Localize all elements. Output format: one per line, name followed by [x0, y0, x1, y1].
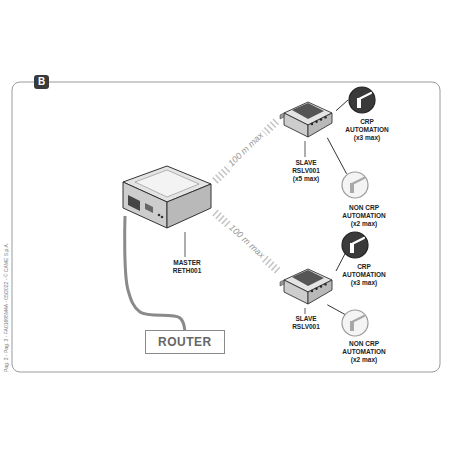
slave-illustration	[278, 262, 336, 307]
connection-wire	[336, 253, 345, 271]
device-label: CRP AUTOMATION (x3 max)	[339, 263, 389, 286]
non-crp-automation-symbol: NON CRP AUTOMATION (x2 max)	[341, 171, 369, 199]
non-crp-automation-symbol: NON CRP AUTOMATION (x2 max)	[341, 309, 369, 337]
non-illustration	[341, 171, 369, 199]
slave-device: SLAVE RSLV001	[278, 262, 336, 307]
master-illustration	[115, 160, 215, 230]
panel-frame	[12, 82, 440, 372]
non-illustration	[341, 309, 369, 337]
master-device: MASTER RETH001	[115, 160, 215, 230]
device-label: CRP AUTOMATION (x3 max)	[342, 118, 392, 141]
device-label: MASTER RETH001	[165, 259, 209, 275]
leader-line	[185, 232, 186, 257]
panel-badge	[34, 75, 49, 89]
crp-illustration	[341, 231, 369, 259]
connection-wire	[327, 305, 345, 315]
wireless-link	[215, 213, 278, 272]
device-label: NON CRP AUTOMATION (x2 max)	[339, 204, 389, 227]
range-label: 100 m max	[225, 222, 267, 262]
panel-letter: B	[34, 75, 49, 89]
range-label: 100 m max	[226, 130, 268, 171]
slave-illustration	[278, 95, 336, 140]
slave-device: SLAVE RSLV001 (x5 max)	[278, 95, 336, 140]
leader-line	[305, 308, 306, 314]
router-box: ROUTER	[145, 330, 225, 354]
leader-line	[305, 141, 306, 157]
device-label: SLAVE RSLV001 (x5 max)	[287, 159, 325, 182]
connection-wire	[327, 138, 346, 174]
device-label: SLAVE RSLV001	[287, 315, 325, 331]
crp-illustration	[348, 86, 376, 114]
device-label: NON CRP AUTOMATION (x2 max)	[339, 340, 389, 363]
crp-automation-symbol: CRP AUTOMATION (x3 max)	[341, 231, 369, 259]
wireless-link	[215, 120, 278, 181]
document-reference: Pag. 3 - Pag. 3 - FA01695M4A - 05/2022 -…	[3, 243, 10, 372]
connection-wire	[336, 100, 348, 111]
crp-automation-symbol: CRP AUTOMATION (x3 max)	[348, 86, 376, 114]
box-label: ROUTER	[158, 335, 212, 349]
